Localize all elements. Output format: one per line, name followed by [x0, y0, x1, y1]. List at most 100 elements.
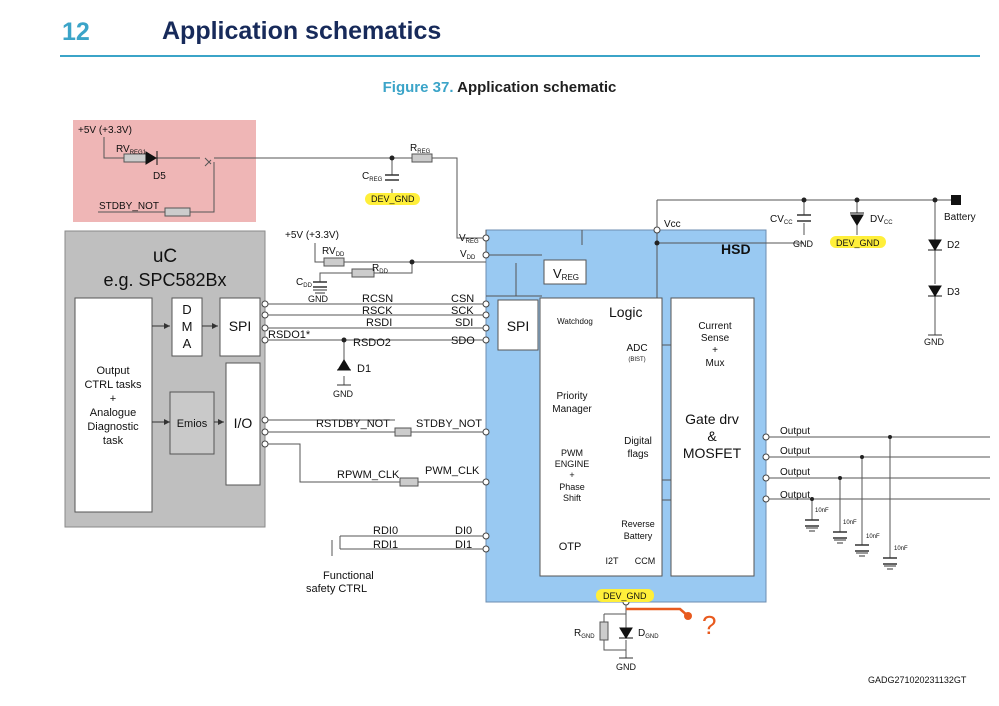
d2-label: D2	[947, 240, 960, 251]
output-cap-3	[855, 544, 869, 552]
digital-flags-line-1: flags	[627, 449, 648, 460]
section-divider	[60, 55, 980, 57]
dev-gnd-label-3: DEV_GND	[603, 591, 647, 601]
supply-voltage-label: +5V (+3.3V)	[78, 125, 132, 136]
rpwm-resistor	[399, 477, 419, 487]
di0-label: DI0	[455, 525, 472, 537]
output-ctrl-line-2: +	[110, 393, 116, 405]
output-ctrl-line-1: CTRL tasks	[84, 379, 142, 391]
dv-cc-label: DVCC	[870, 214, 893, 226]
d1-gnd-label: GND	[333, 389, 354, 399]
vdd-voltage-label: +5V (+3.3V)	[285, 230, 339, 241]
functional-line-1: safety CTRL	[306, 583, 367, 595]
sdo-label: SDO	[451, 335, 475, 347]
uc-subtitle: e.g. SPC582Bx	[103, 270, 226, 290]
r-reg-label: RREG	[410, 143, 431, 155]
rv-reg1-label: RVREG1	[116, 144, 147, 156]
gate-drv-line-0: Gate drv	[685, 411, 739, 427]
d3-diode	[928, 285, 942, 297]
ccm-label: CCM	[635, 556, 656, 566]
stdby-not-supply-label: STDBY_NOT	[99, 201, 159, 212]
r-gnd-resistor	[599, 621, 609, 641]
d5-label: D5	[153, 171, 166, 182]
functional-line-0: Functional	[323, 570, 374, 582]
pwm-engine-line-3: Phase	[559, 482, 585, 492]
dma-letter-m: M	[182, 319, 193, 334]
gate-drv-line-1: &	[707, 428, 717, 444]
rsdo2-label: RSDO2	[353, 337, 391, 349]
current-sense-line-0: Current	[698, 321, 732, 332]
pwm-engine-line-1: ENGINE	[555, 459, 590, 469]
figure-title: Application schematic	[457, 79, 617, 96]
priority-line-1: Manager	[552, 404, 592, 415]
hsd-spi-box	[497, 299, 539, 351]
output-cap-1	[805, 519, 819, 527]
gate-drv-line-2: MOSFET	[683, 445, 742, 461]
r-gnd-label: RGND	[574, 628, 595, 640]
current-sense-line-1: Sense	[701, 333, 730, 344]
logic-box	[539, 297, 663, 577]
hsd-spi-label: SPI	[507, 318, 530, 334]
section-number: 12	[62, 18, 90, 46]
d1-label: D1	[357, 363, 371, 375]
cap-label-1: 10nF	[815, 508, 829, 514]
rcsn-label: RCSN	[362, 293, 393, 305]
annotation-dot	[684, 612, 692, 620]
section-title: Application schematics	[162, 17, 442, 45]
rsdi-label: RSDI	[366, 317, 392, 329]
stdby-not-label: STDBY_NOT	[416, 418, 482, 430]
dma-letter-a: A	[183, 336, 192, 351]
c-reg-label: CREG	[362, 171, 383, 183]
d-gnd-diode	[619, 627, 633, 639]
reverse-battery-line-0: Reverse	[621, 519, 655, 529]
uc-title: uC	[153, 246, 177, 267]
dev-gnd-label-1: DEV_GND	[371, 194, 415, 204]
hsd-vreg-pin-label: VREG	[459, 233, 479, 245]
output-ctrl-line-4: Diagnostic	[87, 421, 139, 433]
pwm-engine-line-2: +	[569, 470, 574, 480]
hsd-vreg-box	[543, 259, 587, 285]
logic-label: Logic	[609, 304, 642, 320]
pwm-engine-line-4: Shift	[563, 493, 582, 503]
rv-dd-label: RVDD	[322, 246, 345, 258]
ground-gnd-label: GND	[616, 662, 637, 672]
uc-spi-label: SPI	[229, 318, 252, 334]
d1-diode	[337, 359, 351, 371]
di1-label: DI1	[455, 539, 472, 551]
question-mark-annotation: ?	[702, 610, 716, 640]
rpwm-clk-label: RPWM_CLK	[337, 469, 400, 481]
output-label-4: Output	[780, 490, 810, 501]
gate-drv-box	[670, 297, 755, 577]
dma-box	[171, 297, 203, 357]
uc-inner-arrows	[152, 325, 224, 423]
wires	[98, 137, 990, 658]
figure-number: Figure 37.	[382, 79, 454, 96]
rstdby-not-label: RSTDBY_NOT	[316, 418, 390, 430]
d-gnd-label: DGND	[638, 628, 659, 640]
output-ctrl-line-5: task	[103, 435, 124, 447]
rdi1-label: RDI1	[373, 539, 398, 551]
figure-caption: Figure 37. Application schematic	[0, 79, 999, 96]
cv-cc-label: CVCC	[770, 214, 793, 226]
io-label: I/O	[234, 415, 253, 431]
question-annotation-line	[626, 607, 689, 617]
emios-label: Emios	[177, 418, 208, 430]
dev-gnd-highlight-2	[830, 236, 886, 248]
emios-box	[169, 391, 215, 455]
rsck-label: RSCK	[362, 305, 393, 317]
c-reg-capacitor	[385, 174, 399, 181]
cap-label-2: 10nF	[843, 520, 857, 526]
battery-terminal	[951, 195, 961, 205]
d5-diode	[145, 151, 158, 165]
uc-spi-box	[219, 297, 261, 357]
rsdo-resistor	[394, 427, 412, 437]
cap-label-4: 10nF	[894, 546, 908, 552]
d3-label: D3	[947, 287, 960, 298]
r-dd-label: RDD	[372, 263, 389, 275]
gnd-symbol	[313, 289, 327, 294]
current-sense-line-2: +	[712, 345, 718, 356]
r-dd-resistor	[351, 268, 375, 278]
digital-flags-line-0: Digital	[624, 436, 652, 447]
adc-bist-label: (BIST)	[628, 357, 645, 363]
document-code: GADG271020231132GT	[868, 675, 967, 685]
